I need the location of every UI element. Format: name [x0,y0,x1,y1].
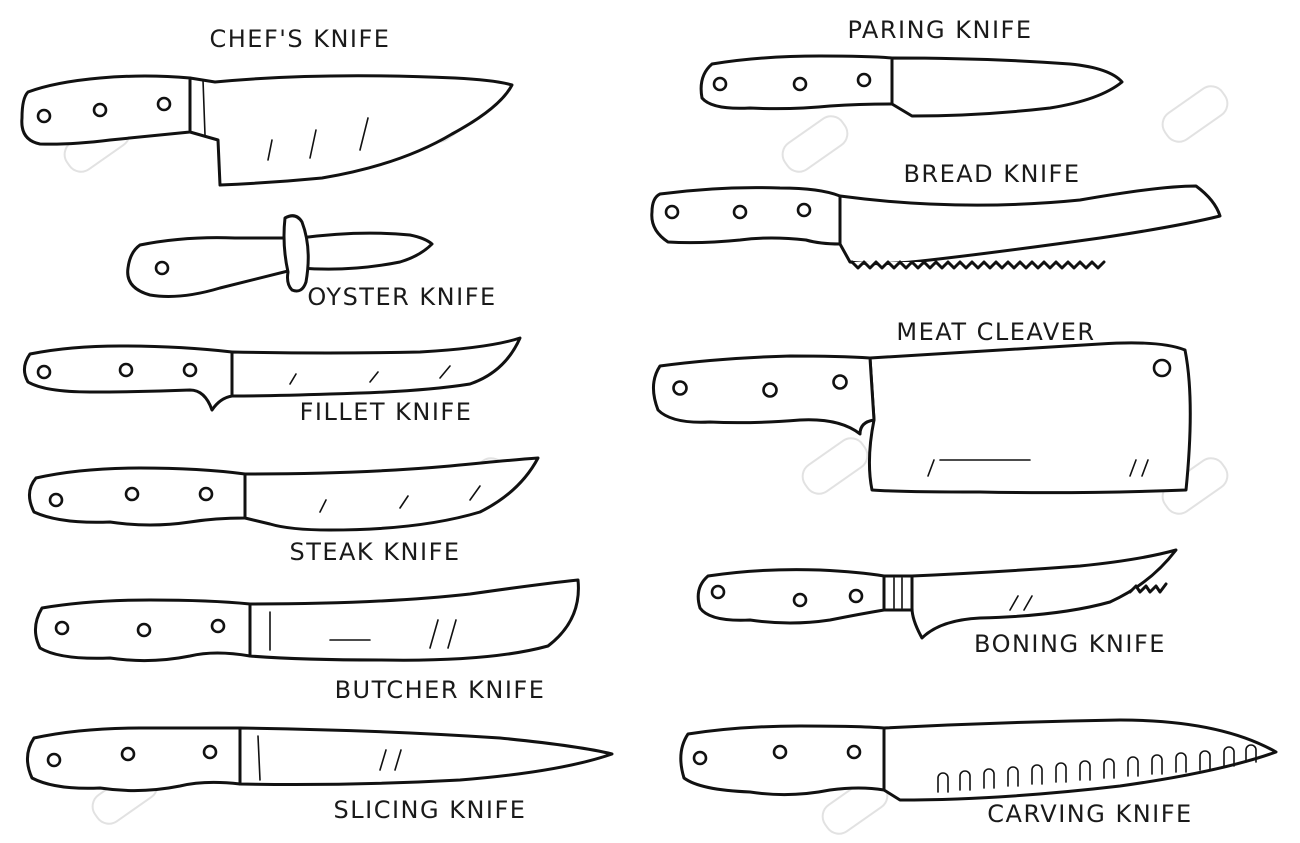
oyster-knife-illustration [126,214,434,298]
knife-label-chefs: CHEF'S KNIFE [210,25,391,53]
boning-knife-illustration [696,548,1178,640]
knife-label-paring: PARING KNIFE [847,16,1032,44]
paring-knife-illustration [699,54,1124,118]
bread-knife-illustration [650,184,1222,270]
fillet-knife-illustration [23,336,522,412]
knife-label-bread: BREAD KNIFE [903,160,1080,188]
knife-label-slicing: SLICING KNIFE [334,796,527,824]
knife-label-steak: STEAK KNIFE [289,538,460,566]
knife-label-carving: CARVING KNIFE [987,800,1192,828]
slicing-knife-illustration [26,726,614,793]
knife-label-oyster: OYSTER KNIFE [307,283,496,311]
knife-label-boning: BONING KNIFE [974,630,1166,658]
knife-label-cleaver: MEAT CLEAVER [896,318,1095,346]
steak-knife-illustration [28,456,540,532]
meat-cleaver-illustration [652,341,1192,495]
carving-knife-illustration [679,718,1278,802]
butcher-knife-illustration [34,578,580,663]
knife-label-fillet: FILLET KNIFE [300,398,473,426]
chefs-knife-illustration [20,74,514,187]
knife-label-butcher: BUTCHER KNIFE [335,676,546,704]
